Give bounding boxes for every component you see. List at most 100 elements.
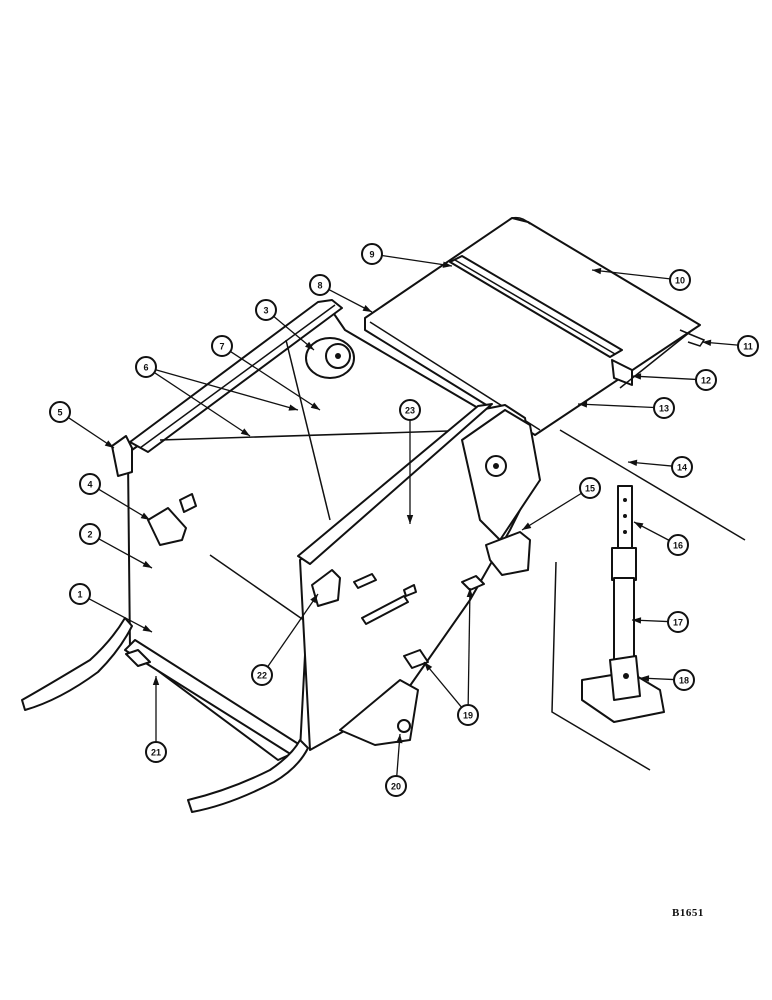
callout-15-leader-line (521, 492, 582, 531)
callout-5-leader-line (67, 417, 115, 449)
callout-2-label: 2 (87, 530, 92, 540)
callout-20-label: 20 (391, 782, 401, 792)
callout-19-arrowhead (466, 588, 474, 598)
callout-3-label: 3 (263, 306, 268, 316)
jack-stand (581, 485, 665, 723)
callout-6-label: 6 (143, 363, 148, 373)
bracket-15 (485, 531, 531, 576)
callout-1-label: 1 (77, 590, 82, 600)
bracket-5 (111, 435, 133, 477)
callout-17-circle (667, 611, 689, 633)
callout-21-label: 21 (151, 748, 161, 758)
callout-12-arrowhead (632, 373, 642, 380)
callout-9-leader-line (381, 254, 453, 267)
callout-13-label: 13 (659, 404, 669, 414)
callout-15-arrowhead (522, 522, 532, 530)
callout-13-leader-line (577, 403, 655, 409)
callout-6-arrowhead (240, 428, 250, 436)
callout-14-arrowhead (628, 459, 638, 467)
floor-reference-line (551, 561, 651, 771)
callout-8-circle (309, 274, 331, 296)
callout-15-circle (579, 477, 601, 499)
callout-6-leader-line (153, 371, 251, 437)
callout-2-leader-line (98, 538, 153, 569)
right-runner (187, 739, 309, 813)
callout-11-arrowhead (702, 339, 712, 346)
callout-19-circle (457, 704, 479, 726)
callout-4-circle (79, 473, 101, 495)
callout-16-arrowhead (634, 522, 644, 530)
callout-18-label: 18 (679, 676, 689, 686)
callout-22-leader-line (267, 593, 319, 668)
drawing-reference-code: B1651 (672, 907, 704, 919)
bracket-19 (403, 575, 485, 669)
bearing-hub (305, 337, 355, 379)
callout-3-circle (255, 299, 277, 321)
callout-6-arrowhead (288, 404, 298, 411)
callout-10-label: 10 (675, 276, 685, 286)
callout-23-label: 23 (405, 406, 415, 416)
callout-22-label: 22 (257, 671, 267, 681)
callout-9-arrowhead (442, 261, 452, 268)
callout-22-circle (251, 664, 273, 686)
callout-19-arrowhead (424, 662, 433, 671)
callout-23-arrowhead (406, 515, 414, 524)
top-cover-panel (364, 216, 746, 541)
callout-7-label: 7 (219, 342, 224, 352)
callout-21-arrowhead (152, 676, 160, 685)
callout-18-arrowhead (640, 675, 650, 682)
callout-2-circle (79, 523, 101, 545)
callout-15-label: 15 (585, 484, 595, 494)
callout-3-arrowhead (305, 341, 314, 350)
callout-9-label: 9 (369, 250, 374, 260)
callout-12-leader-line (631, 375, 697, 381)
callout-18-circle (673, 669, 695, 691)
callout-1-circle (69, 583, 91, 605)
callout-12-circle (695, 369, 717, 391)
callout-5-label: 5 (57, 408, 62, 418)
callout-8-label: 8 (317, 281, 322, 291)
callout-23-circle (399, 399, 421, 421)
callout-19-leader-line (467, 587, 471, 706)
callout-19-leader-line (423, 661, 463, 708)
callout-11-circle (737, 335, 759, 357)
callout-19-label: 19 (463, 711, 473, 721)
callout-12-label: 12 (701, 376, 711, 386)
callout-22-arrowhead (310, 594, 318, 604)
callout-6-leader-line (155, 369, 299, 411)
callout-13-arrowhead (578, 401, 588, 408)
callout-4-leader-line (98, 488, 151, 521)
callout-20-arrowhead (396, 734, 403, 744)
callout-16-label: 16 (673, 541, 683, 551)
callout-14-circle (671, 456, 693, 478)
bracket-21 (125, 649, 151, 667)
callout-16-circle (667, 534, 689, 556)
bracket-20 (339, 679, 419, 746)
callout-10-arrowhead (592, 267, 602, 275)
callout-13-circle (653, 397, 675, 419)
bracket-4 (147, 493, 197, 546)
callout-5-circle (49, 401, 71, 423)
callout-1-arrowhead (142, 624, 152, 632)
callout-6-circle (135, 356, 157, 378)
left-side-sheet (21, 307, 491, 761)
callout-7-arrowhead (310, 402, 320, 410)
callout-10-leader-line (591, 269, 671, 280)
callout-8-arrowhead (362, 305, 372, 312)
callout-4-arrowhead (140, 512, 150, 520)
callout-7-leader-line (230, 350, 321, 411)
callout-7-circle (211, 335, 233, 357)
callout-14-label: 14 (677, 463, 687, 473)
callout-20-circle (385, 775, 407, 797)
right-side-sheet (297, 403, 541, 751)
bracket-22 (311, 569, 341, 607)
callout-1-leader-line (88, 598, 153, 633)
slotted-plates (353, 573, 417, 625)
callout-9-circle (361, 243, 383, 265)
callout-2-arrowhead (142, 560, 152, 568)
callout-17-label: 17 (673, 618, 683, 628)
callout-17-arrowhead (632, 617, 642, 624)
